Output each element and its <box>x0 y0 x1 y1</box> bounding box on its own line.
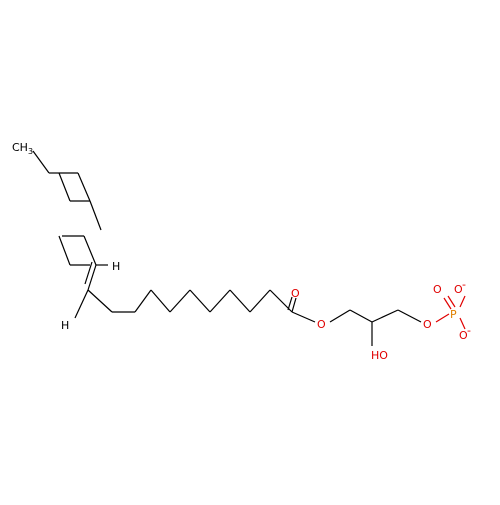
phosphorus-atom: P <box>450 308 457 321</box>
bond-alkene-1 <box>87 264 97 291</box>
anion-charge-1: - <box>462 278 466 291</box>
bond-c7-c8 <box>83 235 97 266</box>
bond-carbonyl-1 <box>291 297 297 313</box>
ch3-label: CH3 <box>12 141 33 156</box>
hydroxyl-group: HO <box>371 349 388 362</box>
phosphate-link-oxygen: O <box>423 318 432 331</box>
bond-carbonyl-2 <box>287 296 293 311</box>
bond-h-lower <box>74 289 89 319</box>
bond-chain-6 <box>229 289 251 313</box>
anion-charge-2: - <box>467 324 471 337</box>
bond-ester-c-o <box>291 311 316 323</box>
bond-alkene-2 <box>84 261 93 285</box>
bond-p-o-anion-2 <box>459 317 466 330</box>
bond-glycerol-3 <box>397 309 422 323</box>
bond-chain-3 <box>169 289 191 313</box>
anion-oxygen-2: O <box>459 329 468 342</box>
carbonyl-oxygen: O <box>291 287 300 300</box>
bond-chain-1 <box>134 289 152 313</box>
phosphoryl-oxygen: O <box>433 283 442 296</box>
bond-c3-c4 <box>58 172 71 202</box>
vinyl-h-lower: H <box>61 319 69 332</box>
bond-o-p <box>435 313 450 323</box>
bond-c1-c2 <box>32 150 50 174</box>
bond-layer <box>32 150 466 346</box>
vinyl-h-upper: H <box>112 260 120 273</box>
bond-c3b <box>77 172 91 202</box>
anion-oxygen-1: O <box>454 283 463 296</box>
bond-c8b <box>58 235 71 266</box>
bond-c10 <box>87 289 113 313</box>
bond-chain-5 <box>209 289 231 313</box>
bond-ester-o-c <box>329 309 351 323</box>
ester-oxygen: O <box>317 318 326 331</box>
bond-chain-4 <box>189 289 211 313</box>
bond-chain-7 <box>249 289 271 313</box>
bond-p-o-anion-1 <box>459 295 466 308</box>
ch3-subscript: 3 <box>28 147 33 156</box>
bond-glycerol-2 <box>371 309 399 323</box>
bond-c5-c6 <box>89 200 102 231</box>
bond-glycerol-1 <box>349 309 373 323</box>
bond-p-o-double-2 <box>443 297 452 310</box>
bond-chain-2 <box>150 289 171 313</box>
bond-p-o-double-1 <box>447 295 456 308</box>
ch3-text: CH3 <box>12 141 33 156</box>
